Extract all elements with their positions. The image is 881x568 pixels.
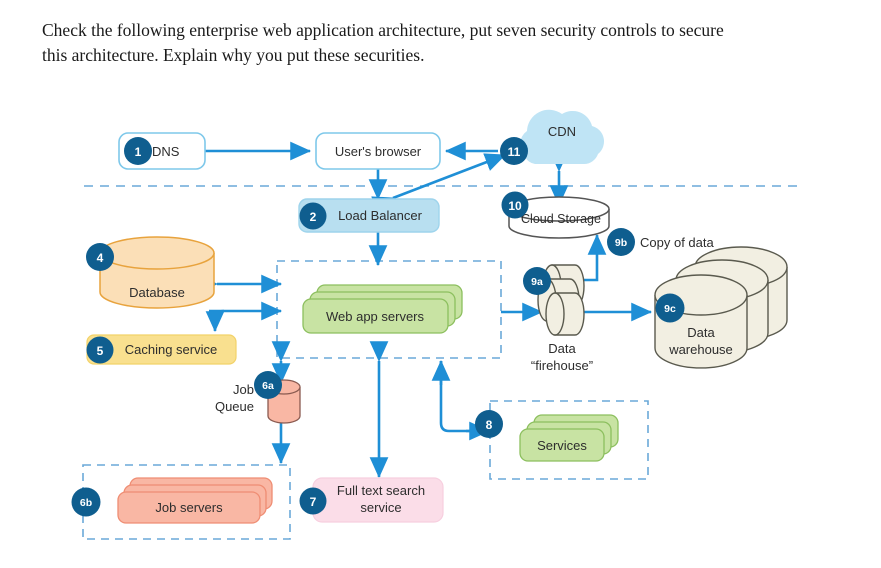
browser-label: User's browser	[335, 144, 422, 159]
badge-8-circle	[475, 410, 503, 438]
connector-webapp-services	[439, 361, 485, 433]
browser-box[interactable]	[315, 132, 441, 170]
cloud-storage-label: Cloud Storage	[521, 212, 601, 226]
dns-label: DNS	[152, 144, 180, 159]
node-users-browser[interactable]: User's browser	[315, 132, 441, 170]
cdn-label: CDN	[548, 124, 576, 139]
database-top	[99, 236, 215, 270]
badge-1-label: 1	[135, 145, 142, 159]
node-dns[interactable]: DNS 1	[118, 132, 206, 170]
cdn-cloud-shape[interactable]	[519, 109, 605, 164]
node-data-firehouse[interactable]: Data “firehouse” 9a	[523, 264, 593, 373]
badge-5-label: 5	[97, 344, 104, 358]
badge-9c-circle	[655, 293, 685, 323]
badge-7-circle	[299, 487, 327, 515]
badge-11-label: 11	[508, 145, 521, 159]
badge-4-circle	[86, 243, 114, 271]
node-database[interactable]: Database 4	[86, 236, 215, 309]
load-balancer-label: Load Balancer	[338, 208, 423, 223]
badge-10-label: 10	[508, 199, 522, 213]
firehouse-cylinder-1[interactable]	[545, 292, 585, 336]
job-servers-card-1[interactable]	[117, 491, 261, 524]
node-cloud-storage[interactable]: Cloud Storage 10	[501, 191, 610, 239]
warehouse-label-line1: Data	[687, 325, 715, 340]
caching-label: Caching service	[125, 342, 218, 357]
services-tier-boundary	[489, 400, 649, 480]
warehouse-label-line2: warehouse	[668, 342, 733, 357]
job-servers-label: Job servers	[155, 500, 223, 515]
connector-caching-branch	[205, 309, 225, 333]
connector-cdn-loadbalancer	[371, 153, 506, 214]
badge-6a-circle	[254, 371, 282, 399]
node-cdn[interactable]: CDN 11	[500, 109, 605, 165]
firehouse-label-line1: Data	[548, 341, 576, 356]
badge-6b-circle	[71, 487, 101, 517]
badge-10-circle	[501, 191, 529, 219]
node-copy-of-data: 9b Copy of data	[607, 228, 714, 256]
badge-5-circle	[86, 336, 114, 364]
badge-2-circle	[299, 202, 327, 230]
badge-7-label: 7	[310, 495, 317, 509]
node-services[interactable]: Services 8	[475, 410, 619, 462]
node-job-queue[interactable]: Job Queue 6a	[215, 371, 301, 424]
node-job-servers[interactable]: Job servers 6b	[71, 477, 273, 524]
prompt-line-2: this architecture. Explain why you put t…	[42, 45, 425, 66]
node-full-text-search[interactable]: Full text search service 7	[299, 477, 444, 523]
web-app-servers-card-1[interactable]	[302, 298, 449, 334]
database-label: Database	[129, 285, 185, 300]
services-card-1[interactable]	[519, 428, 605, 462]
badge-1-circle	[124, 137, 152, 165]
badge-9b-label: 9b	[615, 237, 627, 249]
prompt-text: Check the following enterprise web appli…	[42, 18, 842, 69]
badge-9a-circle	[523, 267, 551, 295]
badge-2-label: 2	[310, 210, 317, 224]
badge-9a-label: 9a	[531, 276, 543, 288]
architecture-diagram: DNS 1 User's browser CDN 11 Load Balance…	[0, 95, 881, 568]
badge-6b-label: 6b	[80, 497, 92, 509]
load-balancer-box[interactable]	[298, 198, 440, 233]
copy-of-data-label: Copy of data	[640, 235, 714, 250]
job-queue-label-line1: Job	[233, 382, 254, 397]
job-queue-label-line2: Queue	[215, 399, 254, 414]
node-caching-service[interactable]: Caching service 5	[86, 334, 237, 365]
node-data-warehouse[interactable]: Data warehouse 9c	[654, 246, 788, 369]
badge-8-label: 8	[486, 418, 493, 432]
full-text-search-label-line2: service	[360, 500, 401, 515]
node-web-app-servers[interactable]: Web app servers	[302, 284, 463, 334]
badge-6a-label: 6a	[262, 380, 274, 392]
badge-9c-label: 9c	[664, 303, 676, 315]
badge-4-label: 4	[97, 251, 104, 265]
web-app-servers-label: Web app servers	[326, 309, 425, 324]
full-text-search-label-line1: Full text search	[337, 483, 425, 498]
firehouse-label-line2: “firehouse”	[531, 358, 593, 373]
services-label: Services	[537, 438, 587, 453]
node-load-balancer[interactable]: Load Balancer 2	[298, 198, 440, 233]
prompt-line-1: Check the following enterprise web appli…	[42, 20, 724, 40]
badge-11-circle	[500, 137, 528, 165]
badge-9b-circle	[607, 228, 635, 256]
